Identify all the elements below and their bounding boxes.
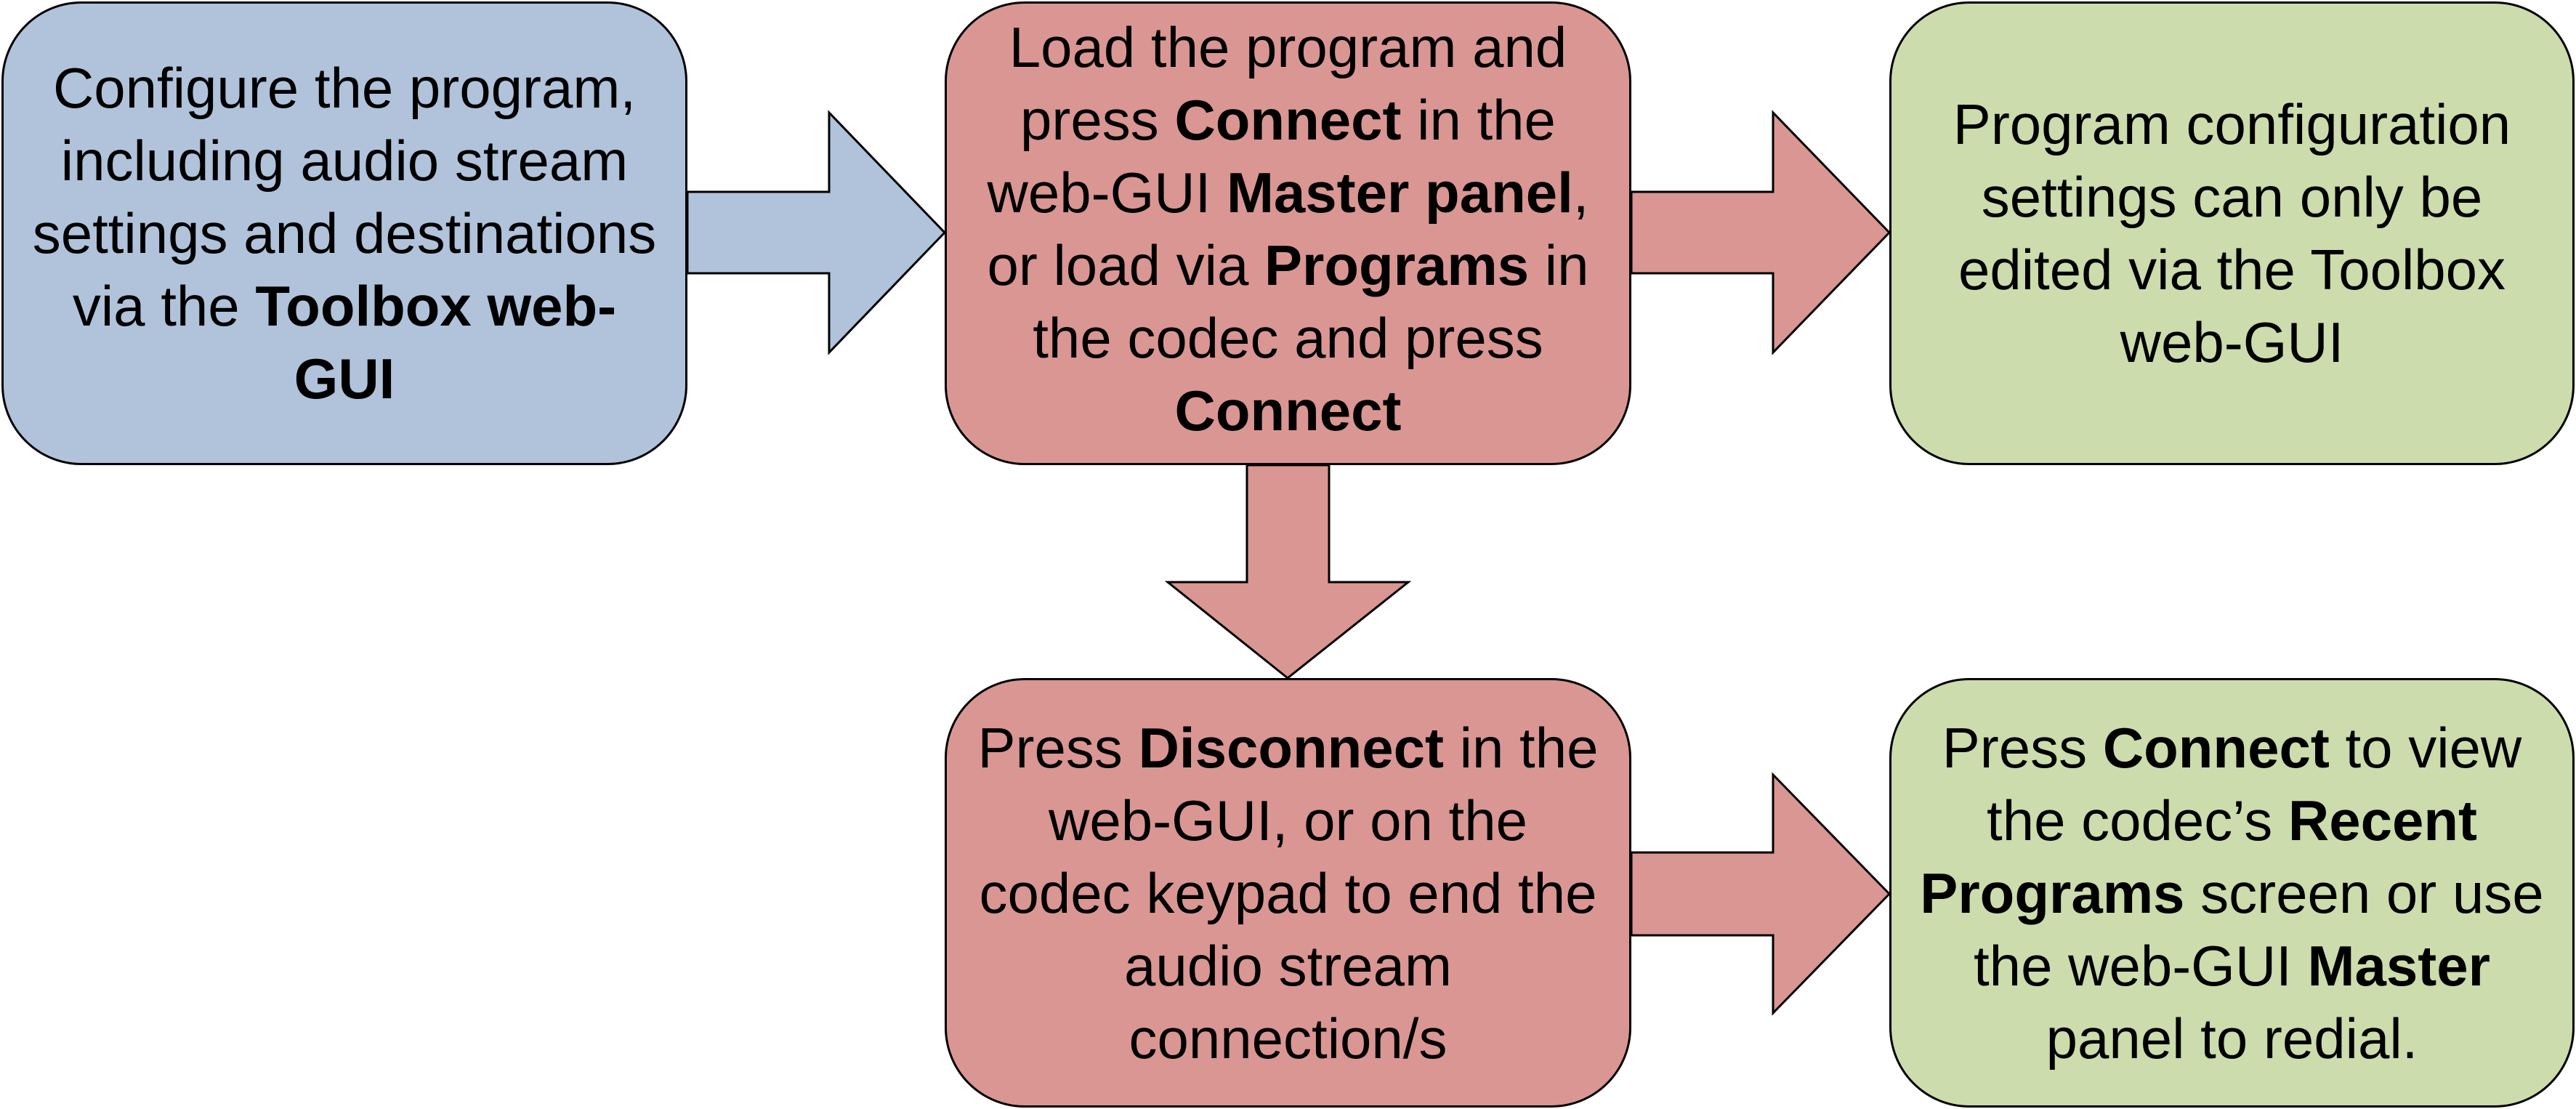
- emphasis-text: Connect: [1174, 88, 1402, 152]
- body-text: Configure the program, including audio s…: [32, 56, 657, 338]
- emphasis-text: Toolbox web-GUI: [255, 274, 617, 411]
- body-text: Program configuration settings can only …: [1953, 92, 2511, 374]
- note-edit-text: Program configuration settings can only …: [1913, 88, 2551, 379]
- emphasis-text: Master: [2307, 933, 2490, 998]
- emphasis-text: Master panel: [1226, 161, 1573, 225]
- body-text: to view the codec’s: [1987, 715, 2522, 852]
- note-redial-text: Press Connect to view the codec’s Recent…: [1913, 711, 2551, 1075]
- body-text: in the web-GUI, or on the codec keypad t…: [979, 715, 1599, 1070]
- step-disconnect-text: Press Disconnect in the web-GUI, or on t…: [969, 711, 1607, 1075]
- body-text: panel to redial.: [2046, 1006, 2418, 1070]
- body-text: Load the program and press: [1009, 15, 1567, 152]
- step-load-text: Load the program and press Connect in th…: [969, 11, 1607, 447]
- body-text: , or load via: [987, 161, 1589, 297]
- step-disconnect: Press Disconnect in the web-GUI, or on t…: [945, 678, 1631, 1108]
- body-text: Press: [1942, 715, 2103, 780]
- note-edit-via-toolbox: Program configuration settings can only …: [1889, 1, 2575, 465]
- emphasis-text: Connect: [2102, 715, 2330, 780]
- body-text: in the codec and press: [1033, 233, 1589, 370]
- arrow-configure-to-load: [686, 110, 947, 355]
- body-text: screen or use the web-GUI: [1974, 860, 2544, 998]
- step-load-and-connect: Load the program and press Connect in th…: [945, 1, 1631, 465]
- note-redial: Press Connect to view the codec’s Recent…: [1889, 678, 2575, 1108]
- arrow-load-to-disconnect: [1164, 464, 1412, 679]
- body-text: Press: [977, 715, 1139, 780]
- emphasis-text: Programs: [1264, 233, 1530, 297]
- emphasis-text: Disconnect: [1138, 715, 1444, 780]
- arrow-disconnect-to-redial: [1630, 772, 1891, 1016]
- step-configure-program: Configure the program, including audio s…: [1, 1, 687, 465]
- arrow-load-to-edit: [1630, 110, 1891, 355]
- emphasis-text: Recent Programs: [1920, 788, 2477, 925]
- emphasis-text: Connect: [1174, 379, 1402, 443]
- body-text: in the web-GUI: [987, 88, 1556, 225]
- step-configure-text: Configure the program, including audio s…: [25, 52, 663, 415]
